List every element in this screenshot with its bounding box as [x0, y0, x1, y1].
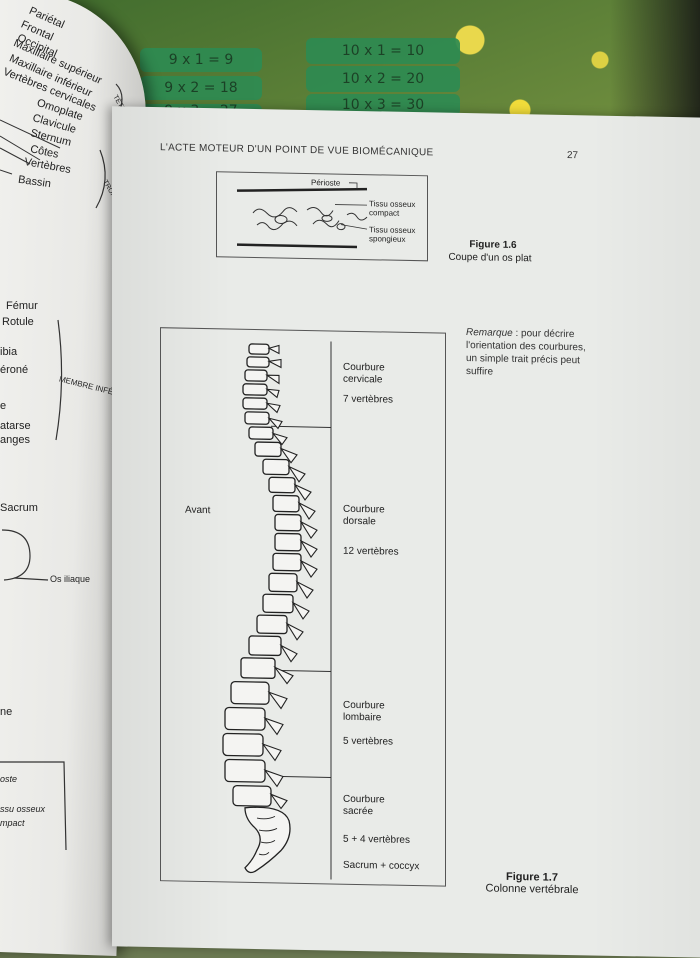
figure-1-7-title: Colonne vertébrale	[485, 882, 579, 897]
figure-1-6-frame: Périoste Tissu osseux compact Tissu osse…	[216, 171, 428, 262]
cervical-curve-label-2: cervicale	[343, 373, 383, 386]
spongy-label-2: spongieux	[369, 234, 406, 244]
cervical-count-label: 7 vertèbres	[343, 393, 394, 406]
running-title: L'ACTE MOTEUR D'UN POINT DE VUE BIOMÉCAN…	[160, 142, 434, 159]
poster-cell: 9 x 2 = 18	[140, 76, 262, 100]
bone-label: oste	[0, 774, 18, 784]
poster-cell: 10 x 1 = 10	[306, 38, 460, 64]
bone-label: atarse	[0, 420, 31, 432]
bone-label: mpact	[0, 818, 25, 828]
bone-label: e	[0, 400, 7, 412]
compact-label-2: compact	[369, 208, 400, 218]
bone-label: Os iliaque	[50, 574, 91, 584]
remark-label: Remarque	[466, 327, 513, 339]
poster-cell: 10 x 2 = 20	[306, 66, 460, 92]
figure-1-6-number: Figure 1.6	[469, 239, 517, 252]
lumbar-curve-label-2: lombaire	[343, 711, 382, 724]
bone-label: ne	[0, 706, 13, 718]
sacral-count-label: 5 + 4 vertèbres	[343, 833, 410, 846]
sacrum-coccyx-label: Sacrum + coccyx	[343, 859, 420, 873]
cervical-curve-label-1: Courbure	[343, 361, 385, 374]
lumbar-curve-label-1: Courbure	[343, 699, 385, 712]
page-number: 27	[567, 149, 579, 162]
front-label: Avant	[185, 504, 211, 517]
bone-label: Fémur	[6, 300, 38, 312]
thoracic-count-label: 12 vertèbres	[343, 545, 399, 558]
bone-label: ibia	[0, 346, 18, 358]
flat-bone-section-drawing	[236, 182, 368, 249]
poster-cell: 9 x 1 = 9	[140, 48, 262, 72]
book-page: L'ACTE MOTEUR D'UN POINT DE VUE BIOMÉCAN…	[112, 106, 700, 958]
figure-1-7-frame: Avant Courbure cervicale 7 vertèbres Cou…	[160, 327, 446, 887]
remark-note: Remarque : pour décrire l'orientation de…	[466, 326, 586, 380]
bone-label: anges	[0, 434, 30, 446]
spine-drawing	[222, 341, 332, 880]
thoracic-curve-label-2: dorsale	[343, 515, 376, 528]
sacral-curve-label-1: Courbure	[343, 793, 385, 806]
periosteum-label: Périoste	[311, 178, 341, 188]
bone-label: éroné	[0, 364, 29, 376]
figure-1-7-caption: Figure 1.7 Colonne vertébrale	[472, 870, 592, 896]
figure-1-6-caption: Coupe d'un os plat	[448, 251, 532, 265]
bone-label: Rotule	[2, 316, 34, 328]
thoracic-curve-label-1: Courbure	[343, 503, 385, 516]
bone-label: Sacrum	[0, 502, 38, 514]
sacral-curve-label-2: sacrée	[343, 805, 374, 818]
bone-label: ssu osseux	[0, 804, 46, 814]
lumbar-count-label: 5 vertèbres	[343, 735, 394, 748]
